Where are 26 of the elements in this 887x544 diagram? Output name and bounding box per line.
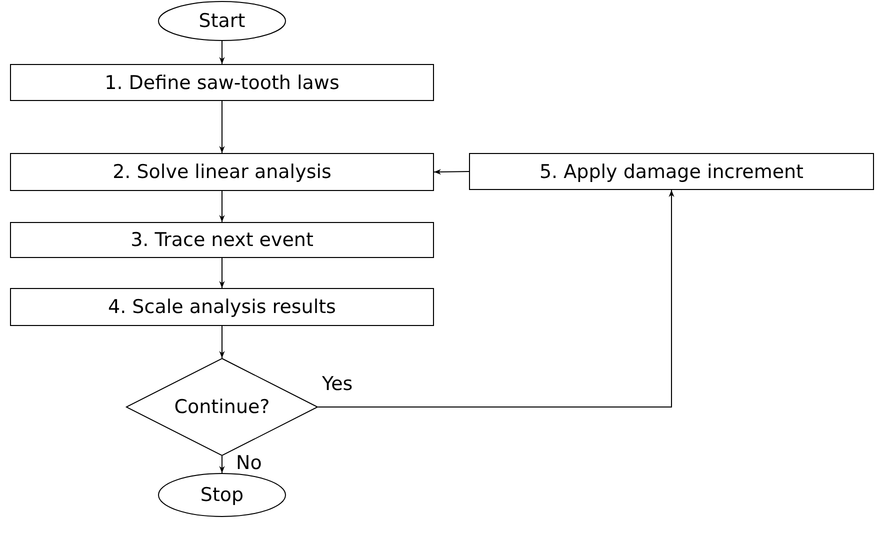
arrow <box>219 326 225 358</box>
node-text: 1. Define saw-tooth laws <box>104 72 340 94</box>
process-box <box>469 153 874 190</box>
node-text: 4. Scale analysis results <box>108 296 336 318</box>
node-text: Stop <box>200 484 244 506</box>
edge-label: No <box>236 452 262 474</box>
node-text: 3. Trace next event <box>130 229 314 251</box>
terminal-ellipse <box>158 1 286 41</box>
node-text: 2. Solve linear analysis <box>112 161 332 183</box>
process-box <box>10 288 434 326</box>
edge-label: Yes <box>322 373 353 395</box>
process-box <box>10 64 434 101</box>
process-box <box>10 222 434 258</box>
arrow <box>434 169 470 175</box>
node-text: 5. Apply damage increment <box>539 160 804 182</box>
node-text: Start <box>198 10 246 32</box>
arrow <box>219 40 225 64</box>
arrow <box>219 258 225 288</box>
terminal-ellipse <box>158 473 286 517</box>
arrow <box>219 190 225 222</box>
arrow <box>318 190 674 408</box>
process-box <box>10 153 434 191</box>
node-text: Continue? <box>174 396 270 418</box>
arrow <box>219 100 225 154</box>
decision-diamond <box>126 358 318 456</box>
arrow <box>219 456 225 474</box>
